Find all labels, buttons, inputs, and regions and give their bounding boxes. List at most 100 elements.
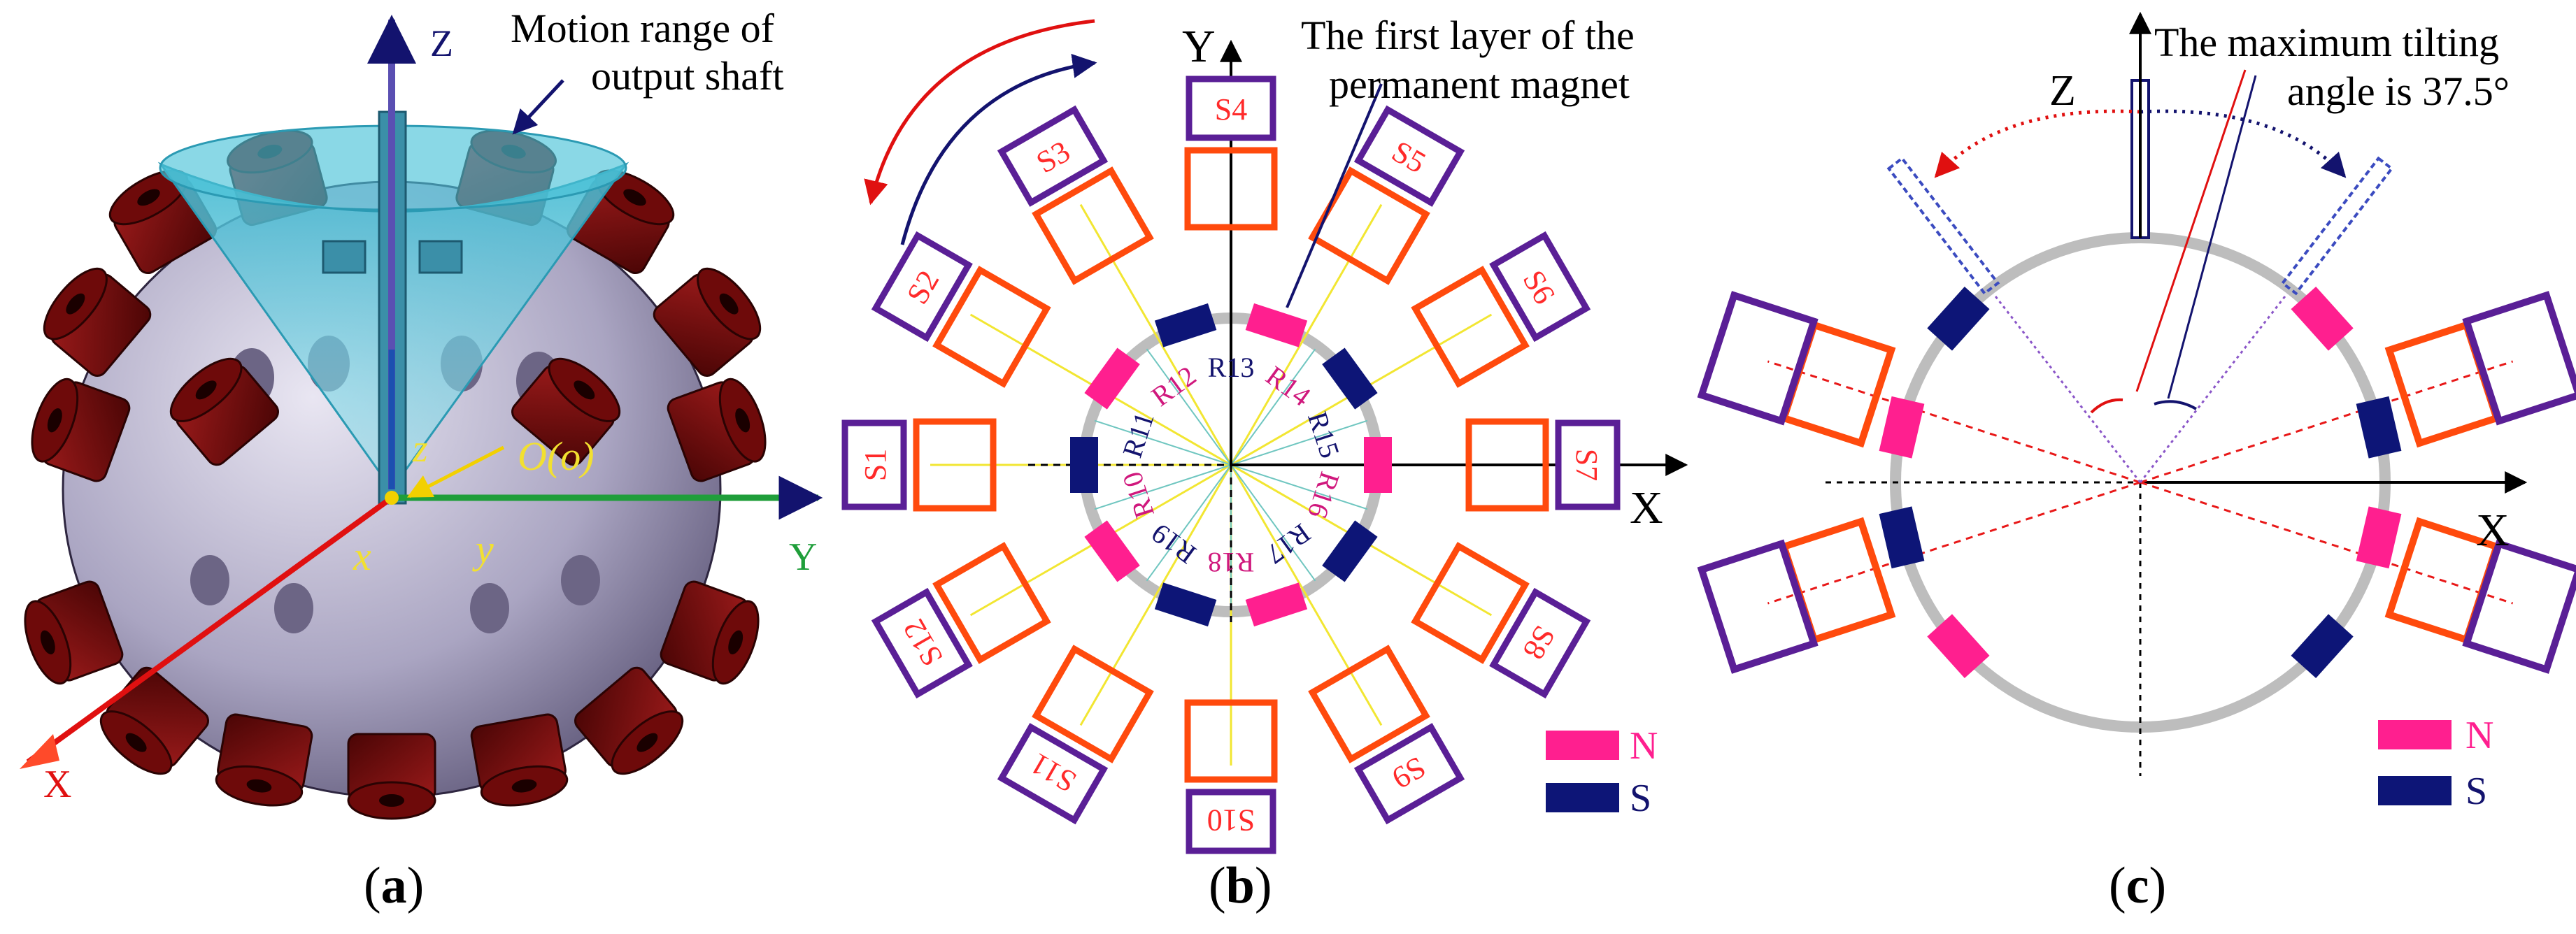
shaft-collar-right: [418, 240, 463, 274]
panel-a: Motion range of output shaft Z z O(o) x …: [20, 6, 823, 820]
stator-field-line: [1079, 203, 1232, 466]
coil-cylinder: [347, 733, 436, 820]
magnet-center-line: [1767, 360, 2141, 484]
stator-s8: S8: [1411, 542, 1591, 699]
legend-s-swatch: [2378, 776, 2452, 805]
legend-n-swatch: [2378, 720, 2452, 749]
tilt-ray-right: [2139, 293, 2289, 483]
title-line-1: The first layer of the: [1301, 13, 1635, 58]
tilt-arc-red: [1934, 109, 2141, 178]
stator-s12: S12: [871, 542, 1051, 699]
coil-cylinder: [24, 580, 124, 685]
stator-label: S1: [858, 449, 892, 481]
magnet-pole: [1154, 303, 1217, 347]
label-Y: Y: [789, 536, 817, 579]
magnet-pole: [1322, 520, 1378, 582]
title-leader: [1286, 83, 1383, 308]
rotor-label: R13: [1208, 352, 1255, 383]
stator-label: S7: [1570, 449, 1604, 481]
coil-cylinder: [653, 267, 762, 377]
magnet-pole: [1927, 287, 1990, 351]
axis-x-arrowhead: [20, 734, 59, 769]
stator-label: S10: [1207, 803, 1255, 838]
magnet-pole: [1879, 396, 1925, 459]
label-X: X: [2476, 505, 2510, 556]
magnet-pole: [1927, 614, 1990, 678]
legend-s-label: S: [2465, 770, 2487, 813]
magnet-pole: [1322, 347, 1378, 410]
output-shaft-tilted-left: [1886, 156, 2000, 296]
coil-cylinder: [470, 713, 569, 807]
tilt-ray-left: [1992, 293, 2142, 483]
rotor-label: R18: [1208, 547, 1255, 578]
rotor-field-line: [1094, 464, 1232, 510]
rotor-label: R10: [1116, 468, 1160, 522]
legend-n-label: N: [2465, 714, 2493, 757]
legend-s-swatch: [1546, 783, 1619, 812]
coil-cylinder: [215, 713, 313, 807]
magnet-pole: [2356, 506, 2402, 569]
rotor-label: R17: [1260, 517, 1316, 570]
stator-outer-coil: [1697, 291, 1819, 426]
magnet-pole: [1084, 520, 1140, 582]
caption-a: (a): [364, 857, 425, 914]
coil-cylinder: [574, 666, 684, 775]
rotor-label: R19: [1146, 517, 1202, 570]
stator-field-line: [1230, 464, 1383, 726]
angle-mark-red: [2090, 398, 2123, 414]
magnet-pole: [1879, 506, 1925, 569]
annotation-line-1: Motion range of: [511, 6, 775, 51]
magnet-pole: [1245, 303, 1308, 347]
stator-field-line: [1079, 464, 1232, 726]
magnet-pole: [2291, 614, 2354, 678]
magnet-pole: [2291, 287, 2354, 351]
stator-s7: S7: [1465, 418, 1621, 512]
legend-n-swatch: [1546, 731, 1619, 760]
stator-s4: S4: [1184, 76, 1278, 231]
stator-s10: S10: [1184, 699, 1278, 854]
label-X: X: [43, 763, 71, 806]
rotor-field-line: [1230, 464, 1368, 510]
output-shaft-tilted-right: [2280, 156, 2394, 296]
stator-s6: S6: [1411, 231, 1591, 388]
magnet-pole: [1245, 582, 1308, 627]
cone-pointer: [512, 79, 564, 135]
label-X: X: [1630, 482, 1663, 533]
magnet-pole: [1364, 437, 1392, 493]
panel-c: Z X The maximum tilting angle is 37.5° N…: [1697, 11, 2576, 813]
stator-outer-coil: [2462, 291, 2576, 426]
magnet-center-line: [2140, 360, 2514, 484]
magnet-center-lines: [1767, 360, 2514, 605]
magnet-center-line: [2140, 481, 2514, 605]
angle-mark-navy: [2154, 400, 2197, 410]
legend-s-label: S: [1630, 777, 1651, 820]
shaft-collar-left: [322, 240, 367, 274]
rotor-field-line: [1230, 348, 1316, 466]
tilt-arc-navy: [2140, 109, 2347, 178]
rotor-field-line: [1230, 419, 1368, 466]
stator-s5: S5: [1308, 105, 1465, 285]
label-local-y: y: [472, 526, 494, 572]
stator-s2: S2: [871, 231, 1051, 388]
label-Z: Z: [2049, 67, 2076, 115]
magnets-and-coils: [1697, 287, 2576, 678]
rotor-field-line: [1146, 464, 1232, 582]
axis-x: [26, 495, 394, 765]
rotation-arrow-navy: [900, 54, 1097, 245]
title-line-1: The maximum tilting: [2154, 20, 2499, 65]
rotor-field-line: [1094, 419, 1232, 466]
stator-s9: S9: [1308, 645, 1465, 825]
coil-cylinder: [511, 357, 621, 466]
label-local-x: x: [353, 533, 371, 579]
rotor-label: R14: [1260, 359, 1316, 412]
coil-cylinder: [31, 378, 131, 482]
title-line-2: angle is 37.5°: [2287, 69, 2510, 114]
angle-leader-red: [2135, 69, 2247, 392]
rotor-label: R15: [1302, 408, 1346, 461]
origin-pointer: [406, 445, 505, 498]
caption-b: (b): [1209, 857, 1272, 914]
coil-cylinder: [660, 580, 760, 685]
coil-cylinder: [169, 357, 279, 466]
